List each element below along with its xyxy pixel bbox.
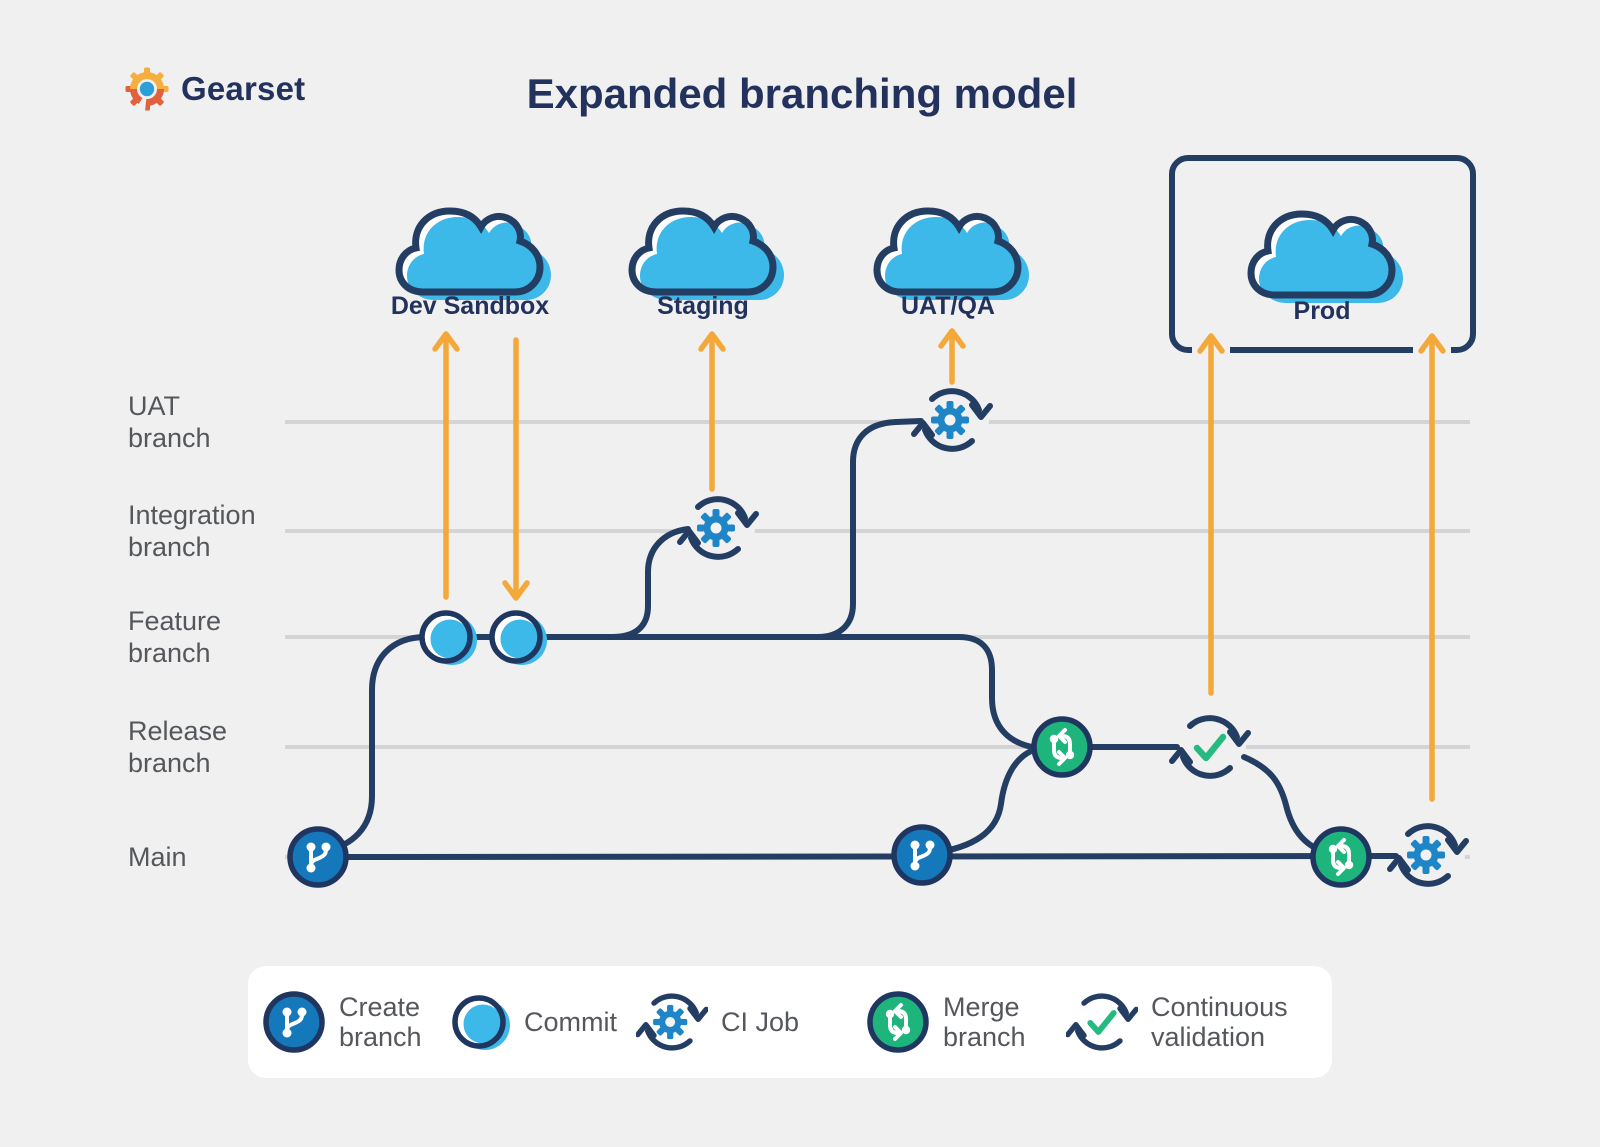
lane-label-release-branch: Release branch: [128, 716, 228, 778]
lane-label-feature-branch: Feature branch: [128, 606, 222, 668]
legend-item-create-branch: Create branch: [262, 966, 422, 1078]
legend-item-continuous-validation: Continuous validation: [1066, 966, 1288, 1078]
lane-label-main: Main: [128, 842, 187, 872]
create-branch-icon: [894, 827, 950, 883]
release-branch-create-line: [931, 745, 1043, 856]
uat-branch-line: [815, 418, 924, 640]
uat-qa-label: UAT/QA: [901, 292, 995, 320]
lane-label-integration-branch: Integration branch: [128, 500, 256, 562]
legend-label: CI Job: [721, 1007, 800, 1037]
merge-branch-icon: [866, 990, 930, 1054]
merge-branch-icon: [1034, 719, 1090, 775]
continuous-validation-icon: [1066, 986, 1138, 1058]
legend-label: Commit: [524, 1007, 617, 1037]
feature-branch-line: [323, 634, 1041, 854]
arrow-ci-to-uat-qa: [938, 328, 966, 385]
create-branch-icon: [290, 829, 346, 885]
staging-label: Staging: [657, 292, 749, 320]
commit-icon: [492, 613, 547, 665]
merge-branch-icon: [1313, 829, 1369, 885]
prod-box: [1169, 155, 1476, 353]
lane-label-uat-branch: UAT branch: [128, 391, 211, 453]
dev-sandbox-cloud-icon: [399, 211, 551, 300]
legend-item-ci-job: CI Job: [636, 966, 799, 1078]
uat-qa-cloud-icon: [877, 211, 1029, 300]
arrow-dev-sandbox-to-commit: [502, 337, 530, 601]
main-branch-line: [315, 853, 1399, 860]
legend-label: Continuous validation: [1151, 992, 1288, 1052]
gearset-gear-icon: [125, 67, 169, 112]
prod-label: Prod: [1293, 297, 1351, 325]
integration-branch-line: [609, 526, 691, 640]
legend-item-commit: Commit: [447, 966, 617, 1078]
gearset-logo-text: Gearset: [181, 70, 306, 107]
page-title: Expanded branching model: [526, 70, 1078, 117]
arrow-ci-to-staging: [698, 331, 726, 492]
legend-item-merge-branch: Merge branch: [866, 966, 1026, 1078]
legend-label: Create branch: [339, 992, 422, 1052]
ci-job-icon: [636, 986, 708, 1058]
dev-sandbox-label: Dev Sandbox: [390, 292, 550, 320]
arrow-validation-to-prod: [1197, 333, 1225, 696]
arrow-ci-to-prod: [1418, 333, 1446, 802]
legend: Create branch Commit CI Job Merge branch: [248, 966, 1332, 1078]
staging-cloud-icon: [632, 211, 784, 300]
create-branch-icon: [262, 990, 326, 1054]
prod-cloud-icon: [1251, 214, 1403, 303]
gearset-logo: Gearset: [122, 64, 305, 114]
commit-icon: [422, 613, 477, 665]
arrow-commit-to-dev-sandbox: [432, 331, 460, 600]
legend-label: Merge branch: [943, 992, 1026, 1052]
commit-icon: [447, 990, 511, 1054]
